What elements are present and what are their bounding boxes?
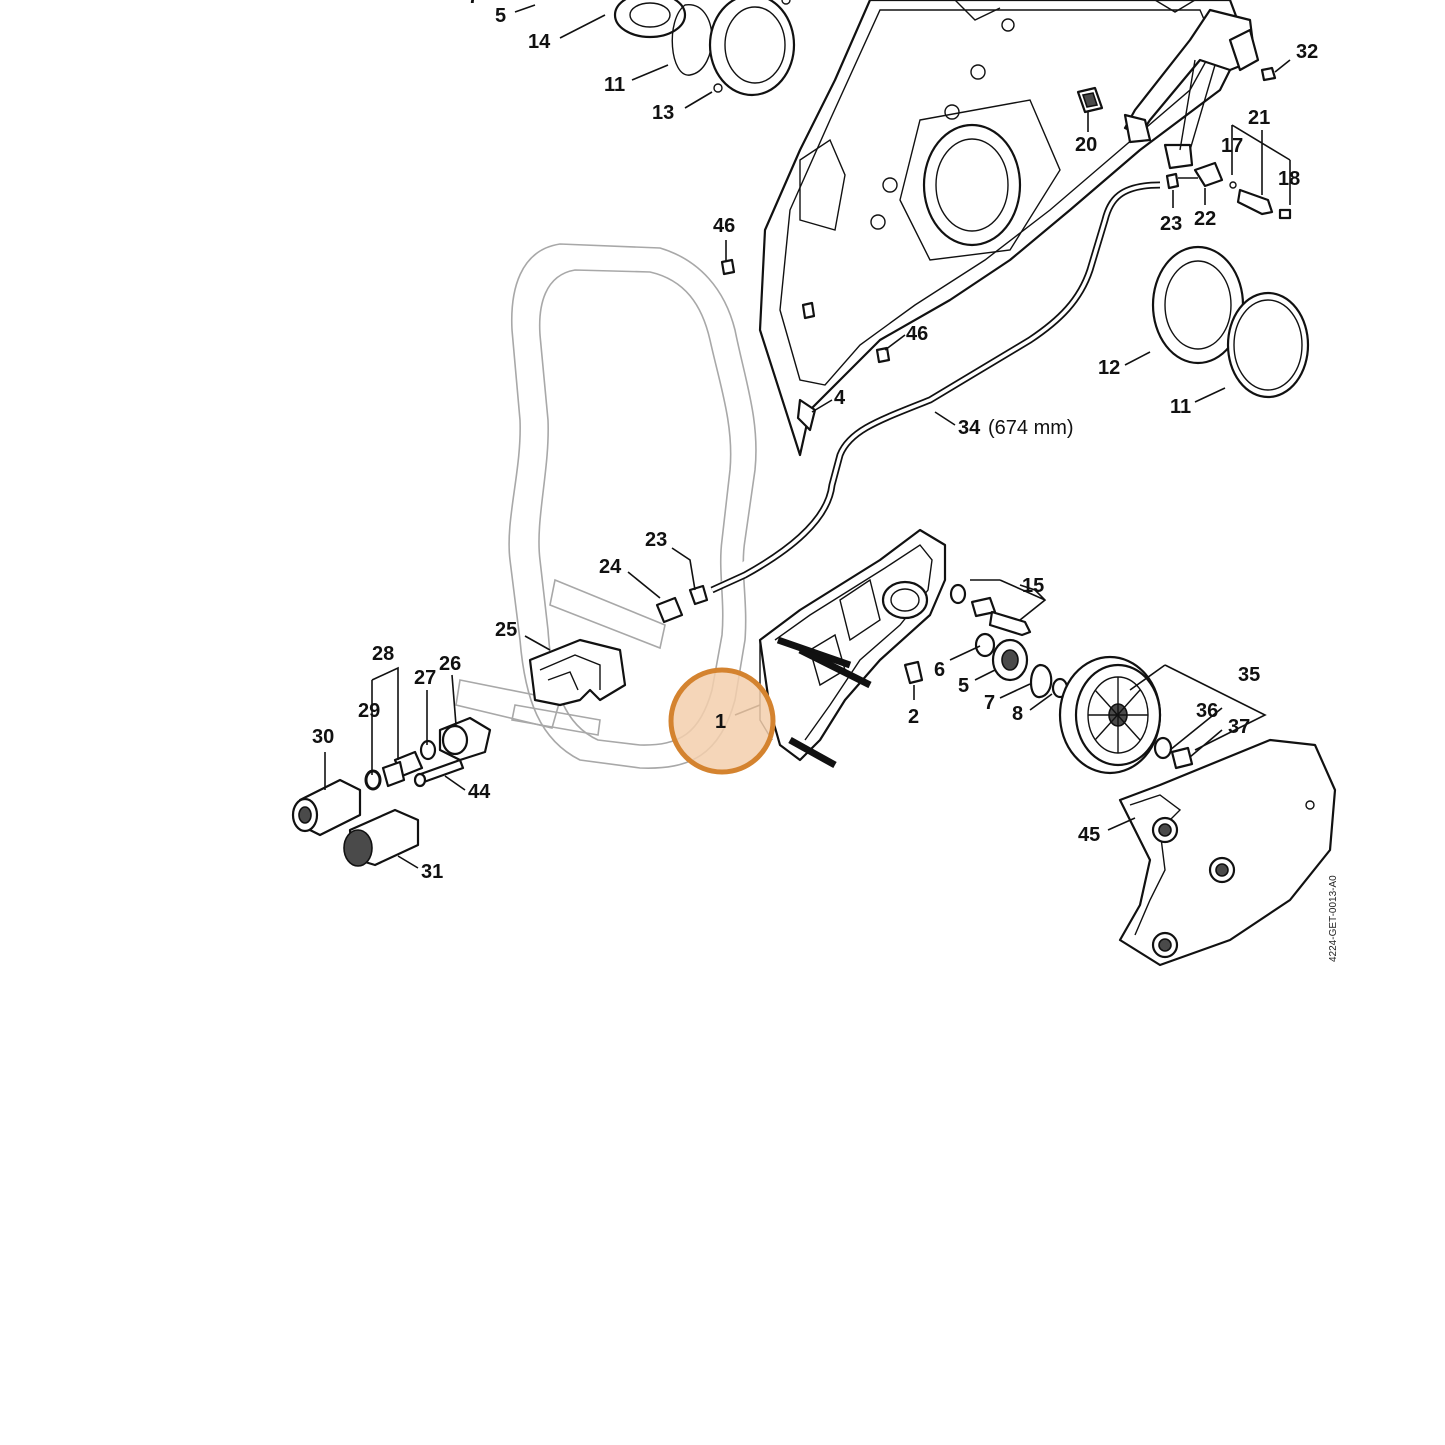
label-25: 25 (495, 619, 517, 641)
label-44: 44 (468, 781, 491, 803)
label-28: 28 (372, 643, 394, 665)
bearing-parts (903, 583, 1069, 699)
label-21: 21 (1248, 107, 1270, 129)
screws-mid (720, 258, 891, 432)
label-18: 18 (1278, 168, 1300, 190)
label-34: 34 (958, 417, 981, 439)
water-hose (710, 181, 1161, 594)
belt-cover (1118, 738, 1337, 967)
label-14: 14 (528, 31, 551, 53)
label-37: 37 (1228, 716, 1250, 738)
label-30: 30 (312, 726, 334, 748)
hose-connector (655, 584, 709, 624)
small-hardware-top-right (1076, 66, 1292, 220)
label-46-b: 46 (906, 323, 928, 345)
label-12: 12 (1098, 357, 1120, 379)
label-17: 17 (1221, 135, 1243, 157)
top-left-parts (613, 0, 796, 97)
blade-guard (758, 0, 1260, 457)
label-8: 8 (1012, 703, 1023, 725)
label-15: 15 (1022, 575, 1044, 597)
pulley (1058, 655, 1194, 775)
label-6: 6 (934, 659, 945, 681)
label-46-a: 46 (713, 215, 735, 237)
label-34-note: (674 mm) (988, 417, 1074, 439)
label-13: 13 (652, 102, 674, 124)
label-36: 36 (1196, 700, 1218, 722)
highlight-label-1[interactable]: 1 (715, 711, 726, 733)
leader-lines (324, 4, 1291, 869)
label-2: 2 (908, 706, 919, 728)
label-11-right: 11 (1170, 396, 1191, 418)
label-24: 24 (599, 556, 622, 578)
label-26: 26 (439, 653, 461, 675)
label-11-top: 11 (604, 74, 625, 96)
label-45: 45 (1078, 824, 1100, 846)
drawing-code: 4224-GET-0013-A0 (1328, 875, 1339, 962)
label-23-mid: 23 (645, 529, 667, 551)
label-27: 27 (414, 667, 436, 689)
label-7-cut: 7 (468, 0, 479, 8)
carrier-arm (758, 528, 947, 769)
label-31: 31 (421, 861, 443, 883)
label-20: 20 (1075, 134, 1097, 156)
callout-highlight-circle[interactable] (668, 667, 776, 775)
label-32: 32 (1296, 41, 1318, 63)
label-4: 4 (834, 387, 846, 409)
label-22: 22 (1194, 208, 1216, 230)
label-29: 29 (358, 700, 380, 722)
label-35: 35 (1238, 664, 1260, 686)
right-rings (1151, 245, 1310, 399)
label-7: 7 (984, 692, 995, 714)
label-5-top: 5 (495, 5, 506, 27)
water-valve-parts (291, 716, 492, 867)
label-5-mid: 5 (958, 675, 969, 697)
part-number-labels: 7 5 14 11 13 32 20 21 17 18 23 22 46 46 … (312, 0, 1318, 883)
handle-bracket (528, 638, 627, 707)
label-23-top: 23 (1160, 213, 1182, 235)
